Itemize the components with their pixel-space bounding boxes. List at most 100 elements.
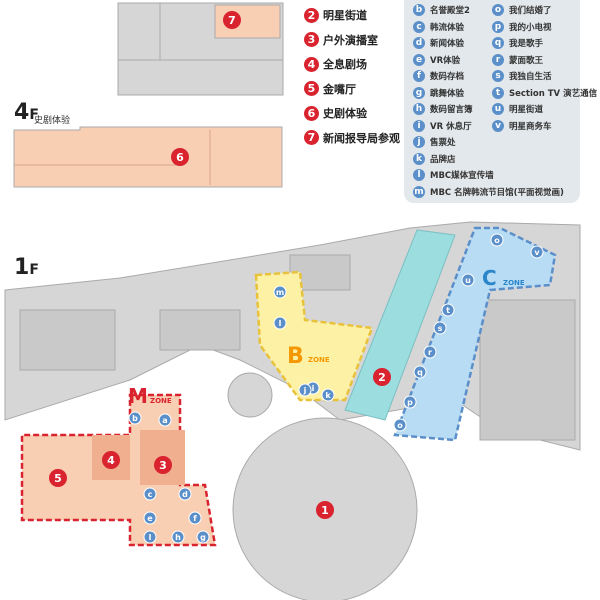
letter-badge: i: [413, 119, 425, 132]
marker-6[interactable]: 6: [176, 151, 184, 164]
c-zone[interactable]: [393, 226, 557, 442]
star-street-strip[interactable]: [344, 229, 456, 421]
b-zone[interactable]: [254, 270, 374, 402]
legend-item-f: f 数码存档: [413, 68, 564, 85]
letter-marker-s[interactable]: [433, 321, 447, 335]
legend-label: 新闻体验: [430, 39, 465, 50]
letter-marker-k[interactable]: [321, 388, 335, 402]
legend-item: 3 户外演播室: [304, 28, 400, 53]
legend-label: 我们结婚了: [509, 6, 552, 17]
marker-7[interactable]: 7: [228, 14, 236, 27]
legend-label: MBC媒体宣传墙: [430, 171, 494, 182]
letter-badge: s: [492, 70, 504, 83]
letter-marker-c[interactable]: [143, 487, 157, 501]
legend-item-m: m MBC 名牌韩流节目馆(平面视觉画): [413, 184, 564, 201]
letter-marker-o[interactable]: [393, 418, 407, 432]
letter-marker-label: o: [494, 236, 500, 245]
letter-marker-v[interactable]: [530, 245, 544, 259]
marker-3[interactable]: 3: [159, 459, 167, 472]
letter-marker-b[interactable]: [128, 411, 142, 425]
marker-2[interactable]: 2: [378, 371, 386, 384]
letter-marker-u[interactable]: [461, 273, 475, 287]
letter-marker-label: d: [182, 490, 188, 499]
letter-marker-o[interactable]: [490, 233, 504, 247]
letter-badge: m: [413, 185, 425, 198]
legend-label: 数码留言簿: [430, 105, 473, 116]
letter-marker-g[interactable]: [196, 530, 210, 544]
marker-5[interactable]: 5: [54, 472, 62, 485]
building-block: [159, 309, 241, 351]
legend-item-v: v 明星商务车: [492, 118, 597, 135]
legend-label: 户外演播室: [323, 33, 378, 47]
letter-marker-e[interactable]: [143, 511, 157, 525]
floor-4-label: 4F: [14, 100, 39, 125]
letter-marker-d[interactable]: [178, 487, 192, 501]
letter-badge: f: [413, 70, 425, 83]
letter-badge: l: [413, 169, 425, 182]
legend-label: Section TV 演艺通信: [509, 88, 598, 99]
letter-marker-l[interactable]: [273, 316, 287, 330]
letter-marker-label: l: [279, 319, 282, 328]
marker-4[interactable]: 4: [107, 454, 115, 467]
letter-marker-h[interactable]: [171, 530, 185, 544]
letter-marker-label: l: [149, 533, 152, 542]
letter-marker-q[interactable]: [413, 365, 427, 379]
letter-marker-label: t: [446, 306, 450, 315]
letter-badge: r: [492, 53, 504, 66]
letter-marker-label: g: [200, 533, 206, 542]
letter-marker-a[interactable]: [158, 413, 172, 427]
letter-marker-f[interactable]: [188, 511, 202, 525]
m-zone-letter: M: [128, 384, 148, 408]
letter-badge: q: [492, 37, 504, 50]
legend-label: VR 休息厅: [430, 121, 472, 132]
letter-marker-j[interactable]: [298, 383, 312, 397]
letter-badge: v: [492, 119, 504, 132]
legend-label: 史剧体验: [323, 107, 367, 121]
legend-label: 明星商务车: [509, 121, 552, 132]
legend-label: MBC 名牌韩流节目馆(平面视觉画): [430, 187, 564, 198]
letter-marker-label: e: [147, 514, 153, 523]
letter-marker-label: f: [193, 514, 197, 523]
letter-marker-l[interactable]: [143, 530, 157, 544]
numbered-markers[interactable]: [49, 11, 391, 519]
letter-marker-t[interactable]: [441, 303, 455, 317]
number-badge: 5: [304, 81, 319, 97]
legend-label: 售票处: [430, 138, 456, 149]
letter-badge: g: [413, 86, 425, 99]
legend-label: 蒙面歌王: [509, 55, 544, 66]
letter-marker-label: j: [303, 386, 307, 395]
letter-marker-label: v: [534, 248, 540, 257]
letter-marker-m[interactable]: [273, 285, 287, 299]
legend-label: 名誉殿堂2: [430, 6, 470, 17]
letter-marker-p[interactable]: [403, 395, 417, 409]
number-badge: 3: [304, 32, 319, 48]
letter-badge: h: [413, 103, 425, 116]
c-zone-word: ZONE: [503, 279, 525, 287]
letter-badge: e: [413, 53, 425, 66]
marker-1[interactable]: 1: [321, 504, 329, 517]
legend-label: 数码存档: [430, 72, 465, 83]
4f-plan: [13, 126, 283, 188]
letter-marker-label: o: [397, 421, 403, 430]
legend-item-i: i VR 休息厅: [413, 118, 564, 135]
letter-marker-label: a: [162, 416, 167, 425]
small-plaza-circle: [227, 372, 273, 418]
letter-marker-r[interactable]: [423, 345, 437, 359]
letter-marker-label: p: [407, 398, 413, 407]
letter-badge: o: [492, 4, 504, 17]
letter-marker-label: i: [312, 384, 315, 393]
letter-badge: p: [492, 20, 504, 33]
